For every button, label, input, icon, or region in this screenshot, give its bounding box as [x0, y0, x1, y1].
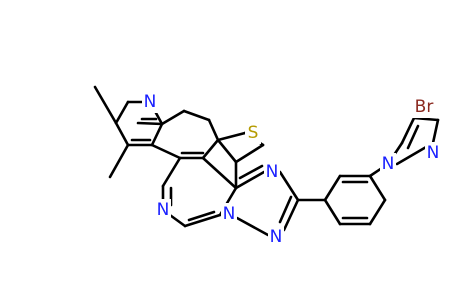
- bond-pyridine: [136, 121, 164, 126]
- bond-pyrazole-double: [406, 124, 420, 150]
- bond-pyrazole: [431, 118, 440, 145]
- atom-n-triazole-2: N: [268, 226, 284, 248]
- atom-label-backdrop: [412, 96, 436, 118]
- atom-label-n-pyrazole-1: N: [382, 154, 395, 174]
- atom-label-backdrop: [221, 203, 237, 225]
- bond-pyridine: [114, 121, 130, 147]
- atom-label-backdrop: [264, 161, 280, 183]
- atom-label-n-triazole-1: N: [223, 204, 236, 224]
- atom-label-layer: Br N S N N N N N: [142, 91, 441, 248]
- bond-phenyl: [368, 174, 387, 202]
- bond-thiophene: [207, 118, 220, 142]
- bond-phenyl: [323, 174, 342, 202]
- bond-thienyl: [216, 131, 247, 142]
- atom-n-pyridine: N: [142, 91, 158, 113]
- atom-label-n-pyrazole-2: N: [427, 143, 440, 163]
- atom-label-n-triazole-3: N: [266, 162, 279, 182]
- atom-n-triazole-3: N: [264, 161, 280, 183]
- atom-n-pyrazole-2: N: [425, 142, 441, 164]
- atom-label-n-pyridine: N: [144, 92, 157, 112]
- atom-label-n-triazole-2: N: [270, 227, 283, 247]
- bond-triazole: [234, 170, 266, 190]
- bond-methyl: [108, 143, 130, 179]
- bond-methyl: [93, 85, 118, 125]
- atom-label-backdrop: [425, 142, 441, 164]
- bond-thienyl: [234, 143, 265, 164]
- bond-thiophene: [150, 143, 182, 160]
- bond-thiophene: [182, 109, 211, 122]
- atom-n-triazole-1: N: [221, 203, 237, 225]
- bond-pyrazole: [400, 116, 416, 145]
- atom-label-backdrop: [142, 91, 158, 113]
- atom-s-thiophene: S: [245, 122, 261, 144]
- bond-triazole: [278, 170, 300, 202]
- bond-triazole: [282, 198, 300, 232]
- bond-triazole-double: [238, 164, 264, 180]
- bond-thienyl: [216, 138, 238, 164]
- atom-label-n-pyrimidine: N: [157, 200, 170, 220]
- atom-label-br: Br: [415, 97, 434, 117]
- bond-thiophene: [160, 109, 186, 126]
- atom-label-backdrop: [245, 122, 261, 144]
- bond-thiophene: [201, 138, 220, 160]
- bond-pyrimidine-double: [187, 210, 216, 222]
- bond-triazole: [235, 216, 270, 237]
- atom-n-pyrimidine: N: [155, 199, 171, 221]
- atom-label-backdrop: [380, 153, 396, 175]
- bond-pyridine: [150, 122, 164, 147]
- atom-label-backdrop: [268, 226, 284, 248]
- atom-n-pyrazole-1: N: [380, 153, 396, 175]
- bond-triazole-double: [278, 195, 293, 224]
- bond-pyrimidine: [161, 156, 182, 188]
- bond-pyrimidine: [183, 213, 222, 228]
- bond-pyrimidine: [201, 156, 238, 190]
- bond-pyridine: [114, 100, 130, 125]
- bond-phenyl: [323, 198, 342, 226]
- bond-phenyl: [368, 198, 387, 226]
- atom-label-backdrop: [155, 199, 171, 221]
- bond-pyrazole: [412, 116, 440, 122]
- atom-br: Br: [412, 96, 436, 118]
- atom-label-s-thiophene: S: [248, 123, 259, 143]
